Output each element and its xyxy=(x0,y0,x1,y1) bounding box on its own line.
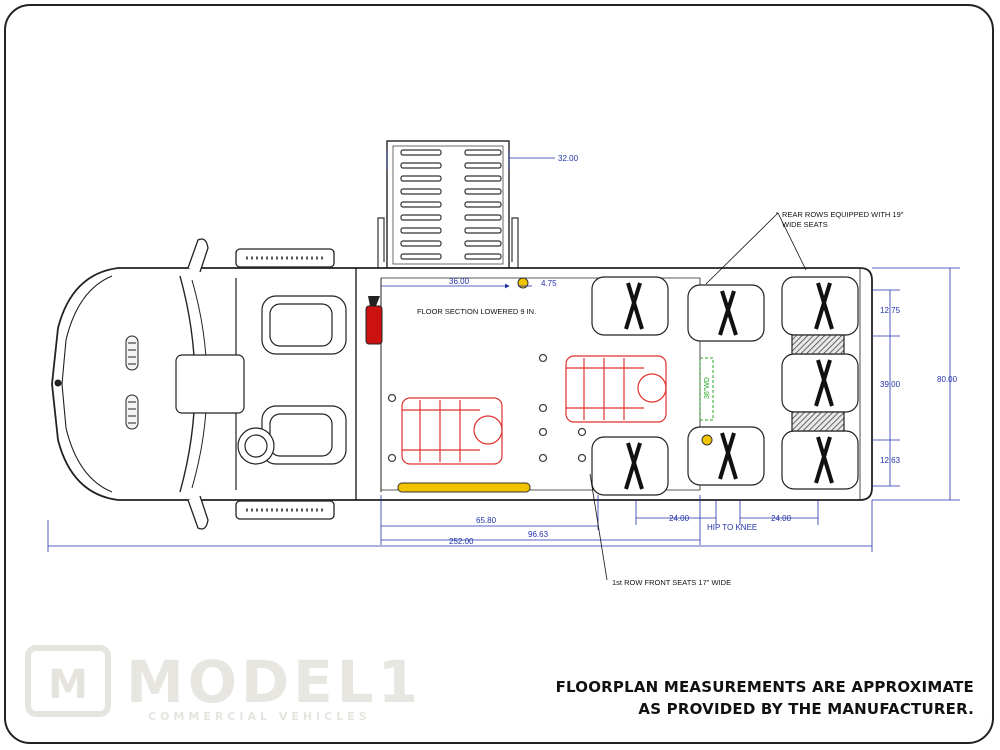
dim-interior-width: 80.00 xyxy=(937,375,958,384)
dim-rear-row-width: 39.00 xyxy=(880,380,901,389)
logo-mark: M xyxy=(48,662,88,708)
front-seats xyxy=(237,295,347,465)
dim-ramp-width: 32.00 xyxy=(558,154,579,163)
logo-subtitle: COMMERCIAL VEHICLES xyxy=(148,710,371,723)
model1-logo: M xyxy=(25,645,111,717)
hip-to-knee-label: HIP TO KNEE xyxy=(707,523,757,532)
dim-first-row-span: 65.80 xyxy=(476,516,497,525)
floor-section-note: FLOOR SECTION LOWERED 9 IN. xyxy=(417,307,536,316)
first-row-note: 1st ROW FRONT SEATS 17" WIDE xyxy=(612,578,731,587)
disclaimer-line2: AS PROVIDED BY THE MANUFACTURER. xyxy=(638,700,974,718)
dim-seat-spacing-bottom: 12.63 xyxy=(880,456,901,465)
tie-down-points xyxy=(387,353,587,463)
rear-rows-note-line2: WIDE SEATS xyxy=(782,220,828,229)
rear-rows-note: REAR ROWS EQUIPPED WITH 19" xyxy=(782,210,904,219)
seat-belt-straps xyxy=(624,282,834,490)
wheelchair-ramp xyxy=(377,140,519,270)
fire-extinguisher-icon xyxy=(365,296,383,345)
lift-post-icon xyxy=(517,277,529,289)
lift-post-icon xyxy=(701,434,713,446)
rear-seat-rows xyxy=(591,276,859,496)
dim-second-row-span: 96.63 xyxy=(528,530,549,539)
dim-hip-to-knee-right: 24.00 xyxy=(771,514,792,523)
dim-overall-length: 252.00 xyxy=(449,537,474,546)
dim-ramp-offset: 4.75 xyxy=(541,279,557,288)
disclaimer-line1: FLOORPLAN MEASUREMENTS ARE APPROXIMATE xyxy=(555,678,974,696)
lift-threshold-bar xyxy=(397,482,531,493)
disclaimer: FLOORPLAN MEASUREMENTS ARE APPROXIMATE A… xyxy=(556,676,974,720)
dim-hip-to-knee-left: 24.00 xyxy=(669,514,690,523)
wheelchair-positions xyxy=(401,355,667,465)
logo-wordmark: MODEL1 xyxy=(126,648,423,716)
dim-seat-spacing-top: 12.75 xyxy=(880,306,901,315)
clearance-zone xyxy=(699,357,714,421)
clearance-label: 36"WD xyxy=(704,377,711,399)
dim-door-to-ramp: 36.00 xyxy=(449,277,470,286)
